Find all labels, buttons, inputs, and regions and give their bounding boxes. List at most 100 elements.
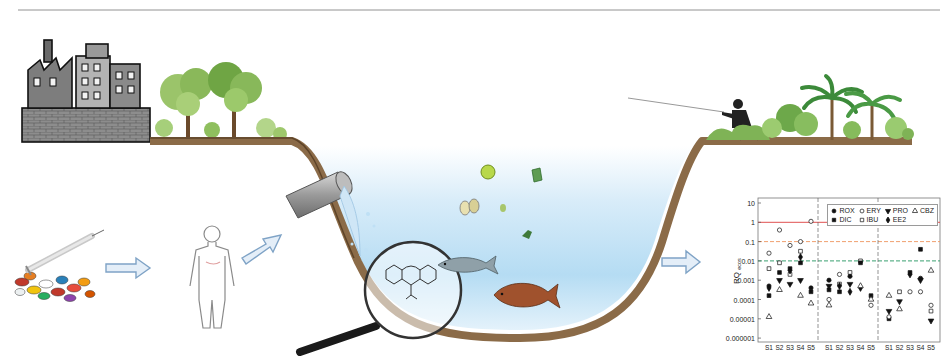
fish bbox=[438, 256, 560, 308]
data-point bbox=[778, 271, 782, 275]
station-label: S4 bbox=[857, 345, 865, 352]
legend-label: PRO bbox=[893, 207, 908, 215]
axis-title-subscript: ecos bbox=[737, 258, 743, 270]
data-point bbox=[826, 302, 832, 307]
data-point bbox=[787, 282, 793, 287]
legend-label: ROX bbox=[839, 207, 854, 215]
legend-label: DIC bbox=[839, 216, 851, 224]
data-point bbox=[778, 261, 782, 265]
human-figure bbox=[190, 226, 234, 328]
tick-mark bbox=[758, 280, 761, 281]
data-point bbox=[886, 292, 892, 297]
data-point bbox=[847, 282, 853, 287]
chart-legend: ROX ERY PRO CBZ DIC IBU EE2 bbox=[827, 204, 938, 226]
data-point bbox=[788, 267, 792, 274]
station-label: S3 bbox=[786, 345, 794, 352]
tick-mark bbox=[758, 338, 761, 339]
data-point bbox=[918, 279, 924, 284]
data-point bbox=[848, 271, 852, 275]
data-point bbox=[848, 274, 852, 278]
data-point bbox=[827, 297, 831, 301]
station-label: S4 bbox=[797, 345, 805, 352]
magnifier bbox=[300, 242, 461, 352]
data-point bbox=[897, 306, 903, 311]
data-point bbox=[798, 254, 802, 261]
legend-marker bbox=[831, 208, 837, 214]
ground-edge bbox=[150, 138, 354, 258]
legend-item: CBZ bbox=[912, 207, 934, 215]
legend-item: ERY bbox=[859, 207, 881, 215]
data-point bbox=[860, 209, 864, 213]
data-point bbox=[869, 303, 873, 307]
algae bbox=[460, 165, 542, 239]
data-point bbox=[887, 315, 891, 319]
axis-tick-label: 0.01 bbox=[741, 257, 755, 264]
legend-marker bbox=[885, 208, 891, 214]
legend-item: DIC bbox=[831, 216, 854, 224]
legend-label: CBZ bbox=[920, 207, 934, 215]
data-point bbox=[767, 267, 771, 271]
station-label: S5 bbox=[867, 345, 875, 352]
station-label: S2 bbox=[776, 345, 784, 352]
station-label: S3 bbox=[846, 345, 854, 352]
legend-marker bbox=[859, 208, 865, 214]
tick-mark bbox=[758, 203, 761, 204]
data-point bbox=[809, 219, 813, 223]
data-point bbox=[777, 228, 781, 232]
data-point bbox=[859, 261, 863, 265]
data-point bbox=[809, 286, 813, 290]
data-point bbox=[799, 249, 803, 253]
data-point bbox=[799, 261, 803, 265]
data-point bbox=[833, 218, 836, 221]
axis-tick-label: 0.00001 bbox=[730, 315, 755, 322]
data-point bbox=[826, 284, 832, 289]
legend-marker bbox=[912, 208, 918, 214]
data-point bbox=[929, 303, 933, 307]
data-point bbox=[897, 300, 903, 305]
station-label: S2 bbox=[896, 345, 904, 352]
data-point bbox=[860, 218, 863, 221]
trees-left bbox=[155, 62, 287, 141]
data-point bbox=[766, 314, 772, 319]
data-point bbox=[767, 251, 771, 255]
data-point bbox=[848, 288, 852, 295]
outlet-pipe bbox=[286, 169, 376, 256]
axis-tick-label: 0.000001 bbox=[726, 335, 755, 342]
legend-label: EE2 bbox=[893, 216, 906, 224]
data-point bbox=[767, 284, 771, 291]
data-point bbox=[908, 271, 912, 278]
legend-label: ERY bbox=[867, 207, 881, 215]
data-point bbox=[837, 272, 841, 276]
station-label: S4 bbox=[917, 345, 925, 352]
tick-mark bbox=[758, 222, 761, 223]
legend-marker bbox=[831, 217, 837, 223]
legend-item: IBU bbox=[859, 216, 881, 224]
station-label: S5 bbox=[927, 345, 935, 352]
legend-label: IBU bbox=[867, 216, 879, 224]
legend-item: PRO bbox=[885, 207, 908, 215]
data-point bbox=[832, 209, 836, 213]
data-point bbox=[777, 279, 783, 284]
data-point bbox=[928, 319, 934, 324]
data-point bbox=[918, 290, 922, 294]
data-point bbox=[868, 296, 874, 301]
data-point bbox=[798, 279, 804, 284]
data-point bbox=[777, 287, 783, 292]
data-point bbox=[809, 290, 813, 294]
tick-mark bbox=[758, 299, 761, 300]
data-point bbox=[912, 208, 917, 213]
data-point bbox=[898, 290, 902, 294]
data-point bbox=[798, 239, 802, 243]
data-point bbox=[827, 278, 831, 282]
data-point bbox=[798, 292, 804, 297]
data-point bbox=[886, 309, 892, 314]
tick-mark bbox=[758, 241, 761, 242]
data-point bbox=[838, 290, 842, 294]
station-label: S1 bbox=[885, 345, 893, 352]
molecule bbox=[386, 265, 436, 299]
station-label: S5 bbox=[807, 345, 815, 352]
station-label: S2 bbox=[836, 345, 844, 352]
